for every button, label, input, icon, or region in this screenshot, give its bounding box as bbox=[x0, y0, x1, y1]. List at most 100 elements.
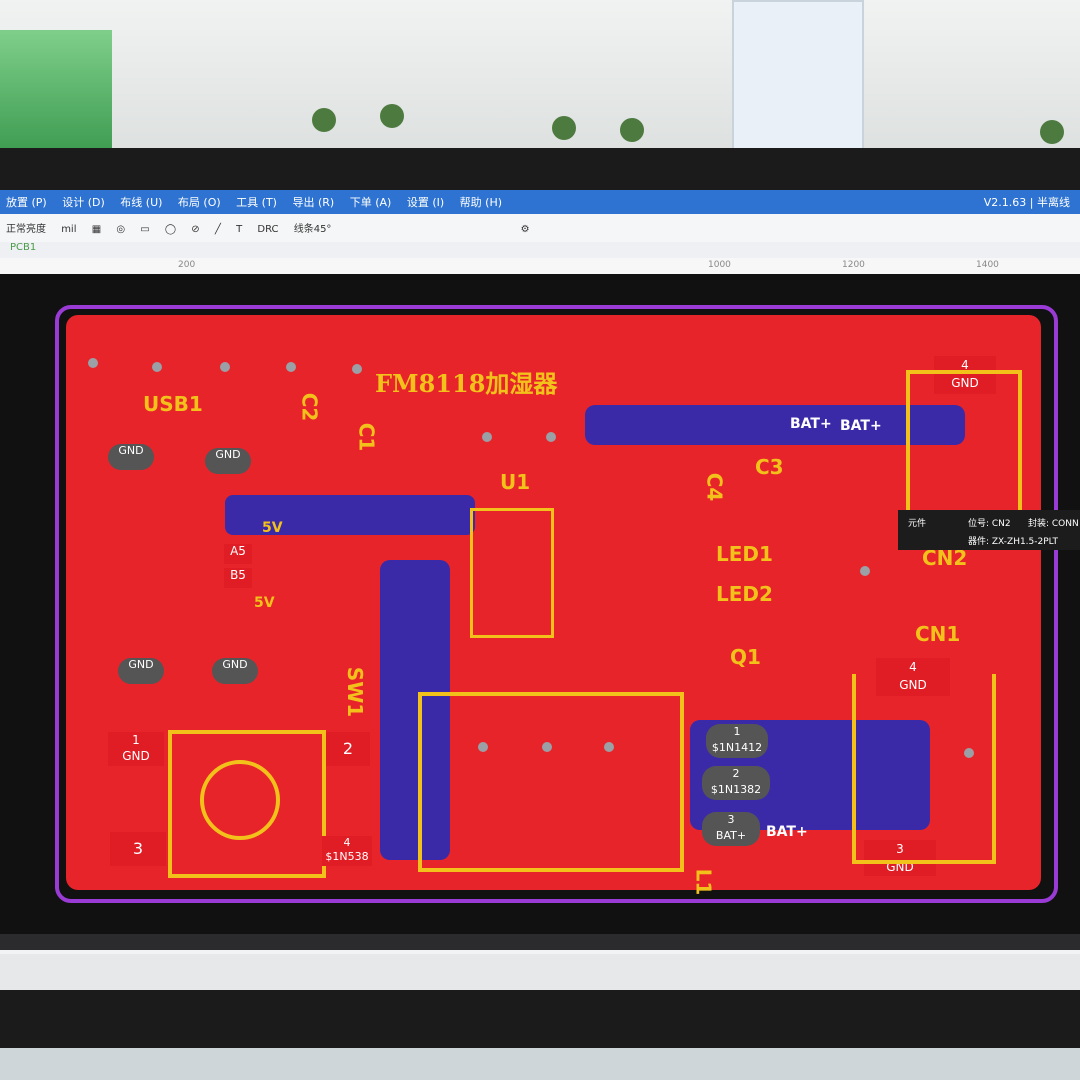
menu-bar: 放置 (P) 设计 (D) 布线 (U) 布局 (O) 工具 (T) 导出 (R… bbox=[0, 190, 1080, 214]
menu-settings[interactable]: 设置 (I) bbox=[406, 196, 445, 209]
brightness-select[interactable]: 正常亮度 bbox=[6, 224, 46, 235]
cn1-pad-1: 1$1N1412 bbox=[706, 724, 768, 758]
trace bbox=[380, 560, 450, 860]
ruler-mark: 1400 bbox=[976, 260, 999, 270]
tooltip-part: 器件: ZX-ZH1.5-2PLT bbox=[968, 537, 1058, 547]
background-window bbox=[0, 30, 112, 150]
version-label: V2.1.63 | 半离线 bbox=[983, 196, 1070, 209]
net-5v: 5V bbox=[254, 595, 275, 611]
ruler: 200 1000 1200 1400 bbox=[0, 258, 1080, 274]
ruler-mark: 1200 bbox=[842, 260, 865, 270]
tooltip-ref: 位号: CN2 bbox=[968, 519, 1011, 529]
trace bbox=[225, 495, 475, 535]
plant bbox=[1040, 120, 1064, 144]
sw1-label: SW1 bbox=[343, 666, 368, 718]
led2-label: LED2 bbox=[716, 582, 773, 606]
sw1-pin-2: 2 bbox=[326, 732, 370, 766]
u1-label: U1 bbox=[500, 470, 531, 494]
usb-pad: GND bbox=[108, 444, 154, 470]
document-tabs: PCB1 bbox=[0, 242, 1080, 258]
unit-select[interactable]: mil bbox=[61, 224, 77, 235]
via bbox=[964, 748, 974, 758]
menu-place[interactable]: 放置 (P) bbox=[6, 196, 47, 209]
no-icon[interactable]: ⊘ bbox=[191, 224, 200, 235]
net-bat: BAT+ bbox=[840, 418, 882, 434]
usb-pin-b5: B5 bbox=[224, 568, 252, 588]
plant bbox=[620, 118, 644, 142]
menu-layout[interactable]: 布局 (O) bbox=[177, 196, 221, 209]
tooltip-package: 封装: CONN bbox=[1028, 519, 1079, 529]
wall-poster bbox=[732, 0, 864, 164]
menu-order[interactable]: 下单 (A) bbox=[349, 196, 392, 209]
grid-icon[interactable]: ▦ bbox=[91, 224, 102, 235]
circle-icon[interactable]: ◯ bbox=[164, 224, 177, 235]
u1-footprint bbox=[470, 508, 554, 638]
rect-icon[interactable]: ▭ bbox=[140, 224, 150, 235]
q1-label: Q1 bbox=[730, 645, 761, 669]
net-bat: BAT+ bbox=[766, 824, 808, 840]
via bbox=[88, 358, 98, 368]
usb-pad: GND bbox=[205, 448, 251, 474]
cn1-label: CN1 bbox=[915, 622, 961, 646]
layer-bar bbox=[0, 934, 1080, 950]
usb-pad: GND bbox=[212, 658, 258, 684]
via bbox=[220, 362, 230, 372]
drc-button[interactable]: DRC bbox=[257, 224, 279, 235]
via bbox=[604, 742, 614, 752]
via bbox=[546, 432, 556, 442]
sw1-button bbox=[200, 760, 280, 840]
menu-design[interactable]: 设计 (D) bbox=[62, 196, 105, 209]
text-icon[interactable]: T bbox=[236, 224, 243, 235]
sw1-pin-3: 3 bbox=[110, 832, 166, 866]
c2-label: C2 bbox=[297, 392, 322, 422]
board-title: FM8118加湿器 bbox=[375, 369, 558, 398]
toolbar: 正常亮度 mil ▦ ◎ ▭ ◯ ⊘ ╱ T DRC 线条45° ⚙ bbox=[0, 214, 1080, 243]
component-tooltip: 元件 位号: CN2 封装: CONN 器件: ZX-ZH1.5-2PLT bbox=[898, 510, 1080, 550]
cn2-footprint bbox=[906, 370, 1022, 526]
via bbox=[478, 742, 488, 752]
ruler-mark: 200 bbox=[178, 260, 196, 270]
tab-pcb1[interactable]: PCB1 bbox=[10, 242, 37, 253]
plant bbox=[380, 104, 404, 128]
c3-label: C3 bbox=[755, 455, 784, 479]
board-outline bbox=[55, 305, 1058, 903]
route-mode-select[interactable]: 线条45° bbox=[293, 224, 332, 235]
sw1-footprint bbox=[168, 730, 326, 878]
plant bbox=[312, 108, 336, 132]
menu-export[interactable]: 导出 (R) bbox=[292, 196, 335, 209]
net-5v: 5V bbox=[262, 520, 283, 536]
net-bat: BAT+ bbox=[790, 416, 832, 432]
plant bbox=[552, 116, 576, 140]
l1-label: L1 bbox=[691, 868, 716, 896]
menu-help[interactable]: 帮助 (H) bbox=[459, 196, 503, 209]
cn1-footprint bbox=[852, 674, 996, 864]
via bbox=[482, 432, 492, 442]
target-icon[interactable]: ◎ bbox=[116, 224, 126, 235]
taskbar bbox=[0, 954, 1080, 990]
l1-footprint bbox=[418, 692, 684, 872]
cn1-pad-2: 2$1N1382 bbox=[702, 766, 770, 800]
via bbox=[542, 742, 552, 752]
via bbox=[352, 364, 362, 374]
via bbox=[152, 362, 162, 372]
c4-label: C4 bbox=[702, 472, 727, 502]
line-icon[interactable]: ╱ bbox=[214, 224, 221, 235]
c1-label: C1 bbox=[354, 422, 379, 452]
usb-pad: GND bbox=[118, 658, 164, 684]
sw1-pin-4: 4$1N538 bbox=[322, 836, 372, 866]
trace bbox=[585, 405, 965, 445]
led1-label: LED1 bbox=[716, 542, 773, 566]
cn2-label: CN2 bbox=[922, 546, 968, 570]
tooltip-kind: 元件 bbox=[908, 519, 927, 529]
via bbox=[286, 362, 296, 372]
menu-route[interactable]: 布线 (U) bbox=[120, 196, 163, 209]
usb1-label: USB1 bbox=[143, 392, 203, 416]
ruler-mark: 1000 bbox=[708, 260, 731, 270]
menu-tools[interactable]: 工具 (T) bbox=[236, 196, 277, 209]
settings-icon[interactable]: ⚙ bbox=[520, 224, 530, 235]
